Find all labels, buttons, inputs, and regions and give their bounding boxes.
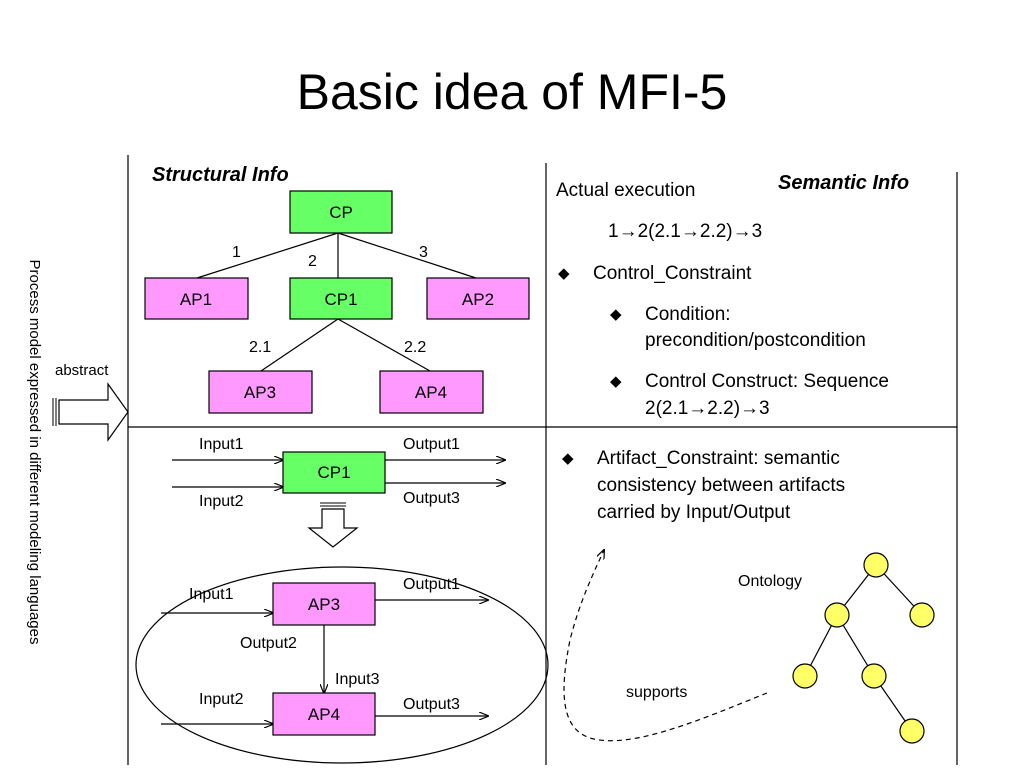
bullet-icon: ◆ bbox=[610, 306, 622, 323]
bullet-icon: ◆ bbox=[562, 450, 574, 467]
supports-label: supports bbox=[626, 684, 687, 701]
bullet-icon: ◆ bbox=[558, 265, 570, 282]
svg-text:CP1: CP1 bbox=[317, 463, 350, 482]
condition-label: Condition: bbox=[645, 304, 731, 325]
semantic-heading: Semantic Info bbox=[778, 172, 910, 194]
edge-label-2-2: 2.2 bbox=[404, 339, 426, 356]
node-cp1: CP1 bbox=[289, 277, 393, 320]
artifact-constraint-line1: Artifact_Constraint: semantic bbox=[597, 448, 840, 469]
node-ap1: AP1 bbox=[144, 277, 249, 320]
edge-label-1: 1 bbox=[232, 244, 241, 261]
svg-text:AP3: AP3 bbox=[308, 595, 340, 614]
io-top-input2: Input2 bbox=[199, 493, 244, 510]
io-top-input1: Input1 bbox=[199, 436, 244, 453]
ontology-node bbox=[861, 663, 887, 689]
hierarchy-edges bbox=[196, 232, 477, 372]
artifact-constraint-line2: consistency between artifacts bbox=[597, 475, 846, 496]
node-ap2: AP2 bbox=[426, 277, 530, 320]
io-bottom-output3: Output3 bbox=[403, 696, 460, 713]
condition-detail: precondition/postcondition bbox=[645, 330, 866, 351]
node-cp: CP bbox=[289, 190, 393, 234]
ontology-node bbox=[899, 718, 925, 744]
bullet-icon: ◆ bbox=[610, 373, 622, 390]
svg-text:CP: CP bbox=[329, 203, 353, 222]
edge-label-2: 2 bbox=[308, 253, 317, 270]
structural-heading: Structural Info bbox=[152, 164, 289, 186]
side-label: Process model expressed in different mod… bbox=[26, 260, 43, 645]
svg-text:AP4: AP4 bbox=[415, 383, 447, 402]
io-node-ap4: AP4 bbox=[272, 692, 376, 736]
io-bottom-input1: Input1 bbox=[189, 586, 234, 603]
ontology-node bbox=[909, 602, 935, 628]
control-construct-label: Control Construct: Sequence bbox=[645, 371, 889, 392]
io-top-output3: Output3 bbox=[403, 490, 460, 507]
node-ap4: AP4 bbox=[379, 370, 484, 414]
supports-dashed-arrow bbox=[563, 550, 768, 742]
control-constraint-label: Control_Constraint bbox=[593, 263, 752, 284]
actual-execution-label: Actual execution bbox=[556, 180, 696, 201]
io-bottom-input2: Input2 bbox=[199, 691, 244, 708]
refine-down-arrow-icon bbox=[307, 502, 359, 548]
edge-label-2-1: 2.1 bbox=[249, 339, 271, 356]
io-bottom-output2: Output2 bbox=[240, 635, 297, 652]
io-node-ap3: AP3 bbox=[272, 582, 376, 626]
io-node-cp1: CP1 bbox=[282, 451, 386, 494]
svg-text:AP1: AP1 bbox=[180, 290, 212, 309]
artifact-constraint-line3: carried by Input/Output bbox=[597, 502, 791, 523]
ontology-node bbox=[863, 552, 889, 578]
io-top-arrows bbox=[172, 460, 505, 487]
ontology-node bbox=[792, 663, 818, 689]
svg-text:CP1: CP1 bbox=[324, 290, 357, 309]
abstract-label: abstract bbox=[55, 362, 109, 379]
slide-title: Basic idea of MFI-5 bbox=[296, 64, 728, 120]
control-construct-detail: 2(2.1→2.2)→3 bbox=[645, 398, 770, 419]
svg-text:AP2: AP2 bbox=[462, 290, 494, 309]
ontology-node bbox=[824, 602, 850, 628]
io-bottom-output1: Output1 bbox=[403, 576, 460, 593]
refinement-ellipse bbox=[135, 566, 549, 764]
io-top-output1: Output1 bbox=[403, 436, 460, 453]
node-ap3: AP3 bbox=[208, 370, 313, 414]
svg-text:AP3: AP3 bbox=[244, 383, 276, 402]
io-bottom-input3: Input3 bbox=[335, 671, 380, 688]
edge-label-3: 3 bbox=[419, 244, 428, 261]
ontology-label: Ontology bbox=[738, 573, 802, 590]
svg-text:AP4: AP4 bbox=[308, 705, 340, 724]
execution-sequence: 1→2(2.1→2.2)→3 bbox=[608, 221, 763, 242]
ontology-nodes bbox=[792, 552, 935, 744]
ontology-edges bbox=[804, 564, 923, 732]
abstract-arrow-icon bbox=[52, 382, 129, 442]
io-bottom-arrows bbox=[161, 600, 488, 724]
